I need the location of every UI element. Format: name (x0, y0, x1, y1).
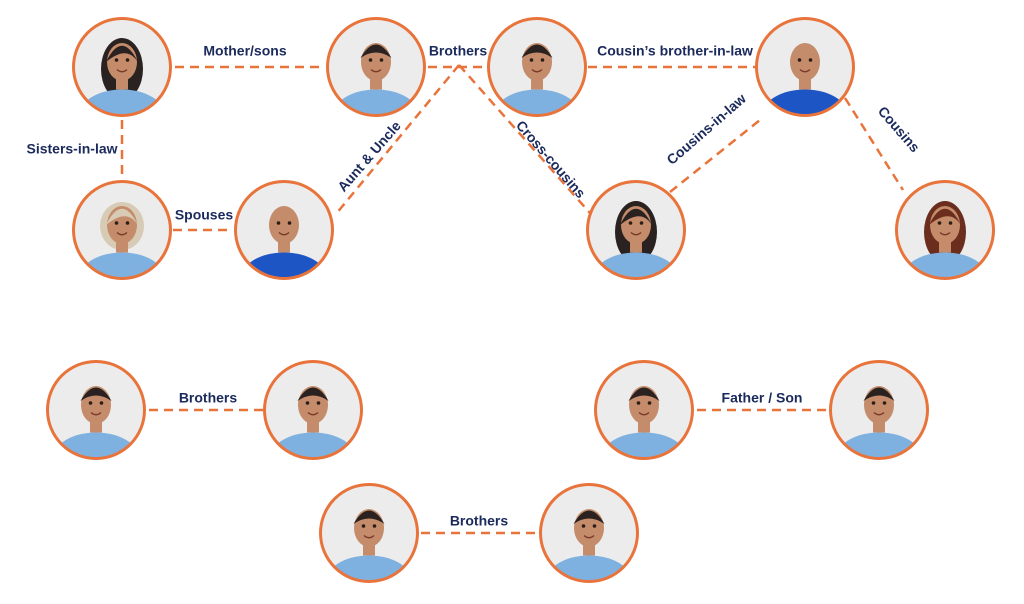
relationship-label: Aunt & Uncle (334, 118, 404, 195)
avatar-ring (234, 180, 334, 280)
avatar-ring (319, 483, 419, 583)
person-avatar (263, 360, 363, 460)
relationship-label: Brothers (450, 513, 509, 529)
person-avatar (234, 180, 334, 280)
relationship-label: Cousins-in-law (663, 90, 749, 167)
relationship-line (669, 119, 761, 193)
avatar-ring (487, 17, 587, 117)
person-avatar (72, 180, 172, 280)
avatar-ring (263, 360, 363, 460)
avatar-ring (326, 17, 426, 117)
avatar-ring (586, 180, 686, 280)
relationship-label: Cross-cousins (513, 117, 589, 201)
avatar-ring (46, 360, 146, 460)
relationship-label: Mother/sons (203, 43, 286, 59)
person-avatar (326, 17, 426, 117)
relationship-label: Cousins (875, 103, 923, 155)
avatar-ring (594, 360, 694, 460)
avatar-ring (539, 483, 639, 583)
relationship-label: Brothers (429, 43, 488, 59)
person-avatar (755, 17, 855, 117)
avatar-ring (895, 180, 995, 280)
relationship-label: Father / Son (722, 390, 803, 406)
person-avatar (594, 360, 694, 460)
person-avatar (586, 180, 686, 280)
person-avatar (487, 17, 587, 117)
relationship-label: Cousin’s brother-in-law (597, 43, 753, 59)
relationship-label: Sisters-in-law (26, 141, 117, 157)
person-avatar (539, 483, 639, 583)
person-avatar (895, 180, 995, 280)
relationship-label: Spouses (175, 207, 234, 223)
person-avatar (319, 483, 419, 583)
avatar-ring (72, 180, 172, 280)
person-avatar (829, 360, 929, 460)
relationship-label: Brothers (179, 390, 238, 406)
relationship-links (120, 64, 905, 535)
person-avatar (46, 360, 146, 460)
avatar-ring (72, 17, 172, 117)
relationship-line (843, 97, 905, 191)
avatar-ring (755, 17, 855, 117)
relationship-line (335, 64, 460, 215)
relationship-line (458, 64, 591, 214)
avatar-ring (829, 360, 929, 460)
person-avatar (72, 17, 172, 117)
person-nodes (46, 17, 995, 583)
